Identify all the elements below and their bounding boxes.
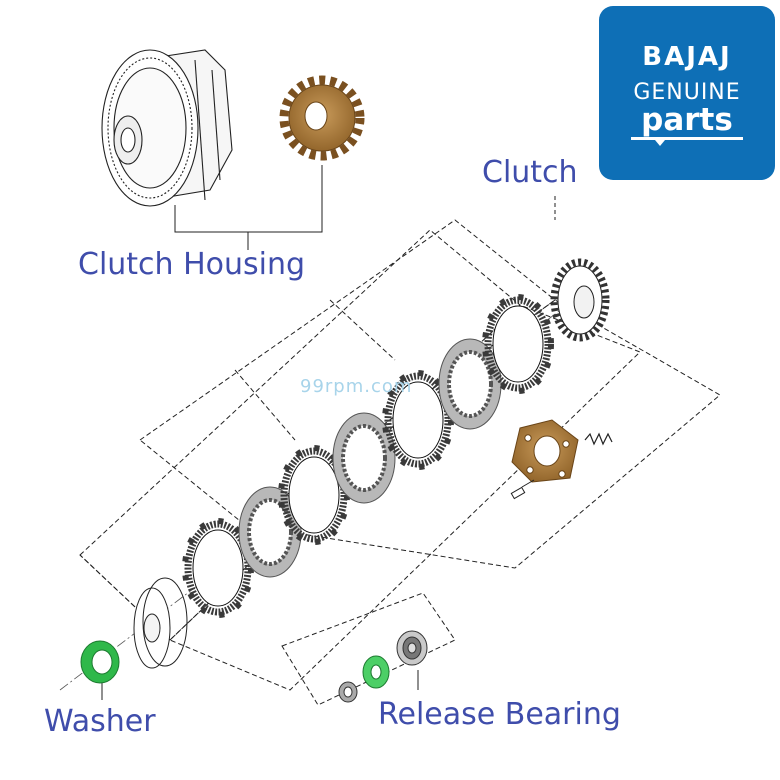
steel-plate (438, 338, 502, 430)
clutch-group-outline (79, 219, 721, 706)
badge-genuine: GENUINE (633, 80, 741, 105)
release-cam (133, 577, 188, 669)
bajaj-genuine-parts-logo: BAJAJ GENUINE parts (599, 6, 775, 180)
steel-plate (332, 412, 396, 504)
friction-plate (482, 294, 554, 394)
badge-tick (655, 140, 665, 146)
leader-lines (101, 165, 556, 700)
label-release-bearing: Release Bearing (378, 697, 621, 732)
label-washer: Washer (44, 704, 156, 739)
badge-underline (631, 137, 743, 140)
label-clutch-housing: Clutch Housing (78, 247, 306, 282)
clutch-housing (101, 49, 233, 207)
drive-gear (279, 75, 365, 161)
label-clutch: Clutch (482, 155, 578, 190)
watermark-text: 99rpm.com (300, 376, 413, 397)
release-bearing (338, 630, 428, 703)
badge-parts: parts (641, 102, 733, 138)
badge-brand: BAJAJ (642, 42, 732, 72)
clutch-spring (584, 432, 613, 446)
clutch-plate-stack (182, 294, 554, 618)
washer (80, 640, 120, 684)
clutch-bolt (510, 479, 535, 500)
pressure-plate (511, 419, 579, 483)
clutch-hub (550, 258, 610, 342)
